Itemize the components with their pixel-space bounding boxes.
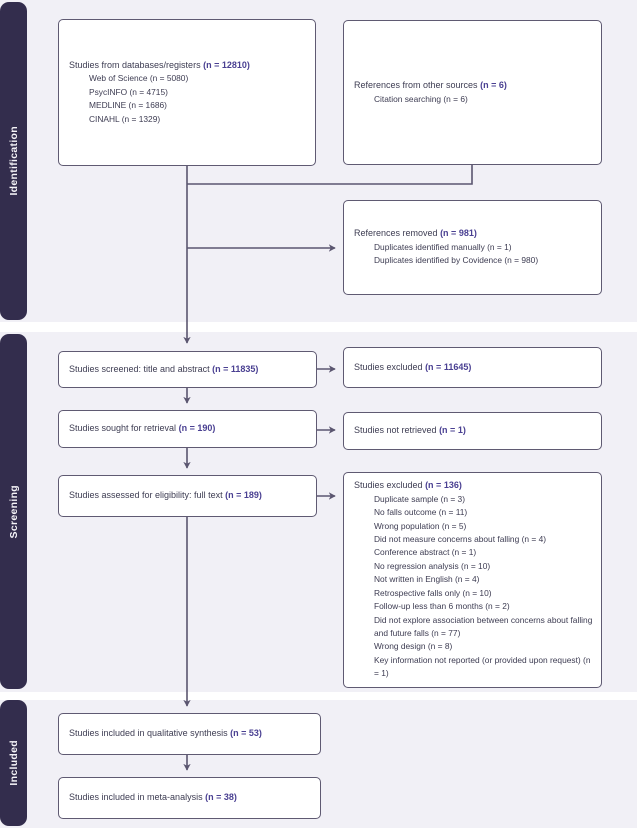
box-sought: Studies sought for retrieval (n = 190) <box>58 410 317 448</box>
box-item: Follow-up less than 6 months (n = 2) <box>374 601 510 612</box>
box-item: Not written in English (n = 4) <box>374 574 480 585</box>
box-other-sources: References from other sources (n = 6) Ci… <box>343 20 602 165</box>
box-title-line: Studies included in qualitative synthesi… <box>69 727 312 740</box>
box-excluded-screening: Studies excluded (n = 11645) <box>343 347 602 388</box>
box-title-line: References from other sources (n = 6) <box>354 79 593 92</box>
box-title-line: Studies included in meta-analysis (n = 3… <box>69 791 312 804</box>
sidebar-identification: Identification <box>0 2 27 320</box>
box-item: Wrong design (n = 8) <box>374 641 453 652</box>
box-not-retrieved: Studies not retrieved (n = 1) <box>343 412 602 450</box>
box-title-line: Studies sought for retrieval (n = 190) <box>69 422 308 435</box>
box-count: (n = 38) <box>205 792 237 803</box>
sidebar-screening: Screening <box>0 334 27 689</box>
box-item: Key information not reported (or provide… <box>374 654 591 679</box>
box-title-line: Studies excluded (n = 136) <box>354 479 593 492</box>
box-count: (n = 11645) <box>425 361 472 372</box>
box-title-line: Studies screened: title and abstract (n … <box>69 363 308 376</box>
box-item: MEDLINE (n = 1686) <box>89 100 167 111</box>
box-qualitative-synthesis: Studies included in qualitative synthesi… <box>58 713 321 755</box>
box-title: Studies screened: title and abstract <box>69 363 210 374</box>
box-references-removed: References removed (n = 981) Duplicates … <box>343 200 602 295</box>
box-title: References removed <box>354 228 438 239</box>
box-title: Studies assessed for eligibility: full t… <box>69 490 223 501</box>
box-item: No regression analysis (n = 10) <box>374 560 491 571</box>
box-item: No falls outcome (n = 11) <box>374 507 468 518</box>
box-item: Duplicates identified manually (n = 1) <box>374 241 512 252</box>
box-item: Retrospective falls only (n = 10) <box>374 587 492 598</box>
box-screened: Studies screened: title and abstract (n … <box>58 351 317 388</box>
box-item: PsycINFO (n = 4715) <box>89 86 168 97</box>
box-item: Citation searching (n = 6) <box>374 93 468 104</box>
box-count: (n = 981) <box>440 228 477 239</box>
box-count: (n = 189) <box>225 490 262 501</box>
box-item: Duplicates identified by Covidence (n = … <box>374 255 539 266</box>
box-excluded-fulltext: Studies excluded (n = 136) Duplicate sam… <box>343 472 602 688</box>
box-count: (n = 53) <box>230 728 262 739</box>
box-title-line: Studies from databases/registers (n = 12… <box>69 59 307 72</box>
box-title: Studies excluded <box>354 480 423 491</box>
box-title: Studies included in qualitative synthesi… <box>69 728 228 739</box>
box-item: Wrong population (n = 5) <box>374 520 467 531</box>
box-item: Web of Science (n = 5080) <box>89 73 189 84</box>
box-count: (n = 6) <box>480 80 507 91</box>
box-count: (n = 190) <box>178 423 216 434</box>
box-item: Did not measure concerns about falling (… <box>374 534 547 545</box>
box-title-line: Studies not retrieved (n = 1) <box>354 424 593 437</box>
box-meta-analysis: Studies included in meta-analysis (n = 3… <box>58 777 321 819</box>
box-count: (n = 12810) <box>203 59 250 70</box>
box-title: References from other sources <box>354 80 478 91</box>
box-title-line: References removed (n = 981) <box>354 227 593 240</box>
box-title-line: Studies excluded (n = 11645) <box>354 361 593 374</box>
box-title: Studies included in meta-analysis <box>69 792 203 803</box>
box-databases: Studies from databases/registers (n = 12… <box>58 19 316 166</box>
arrow-other-sources-merge <box>187 165 473 185</box>
box-item: Did not explore association between conc… <box>374 614 593 638</box>
box-title: Studies excluded <box>354 361 423 372</box>
box-item: CINAHL (n = 1329) <box>89 113 161 124</box>
box-item: Duplicate sample (n = 3) <box>374 493 466 504</box>
box-count: (n = 1) <box>439 425 466 436</box>
box-count: (n = 11835) <box>212 363 259 374</box>
box-title-line: Studies assessed for eligibility: full t… <box>69 489 308 502</box>
sidebar-included: Included <box>0 700 27 826</box>
box-item: Conference abstract (n = 1) <box>374 547 477 558</box>
box-title: Studies sought for retrieval <box>69 423 177 434</box>
box-count: (n = 136) <box>425 480 462 491</box>
box-title: Studies from databases/registers <box>69 59 201 70</box>
box-title: Studies not retrieved <box>354 425 437 436</box>
box-assessed: Studies assessed for eligibility: full t… <box>58 475 317 517</box>
